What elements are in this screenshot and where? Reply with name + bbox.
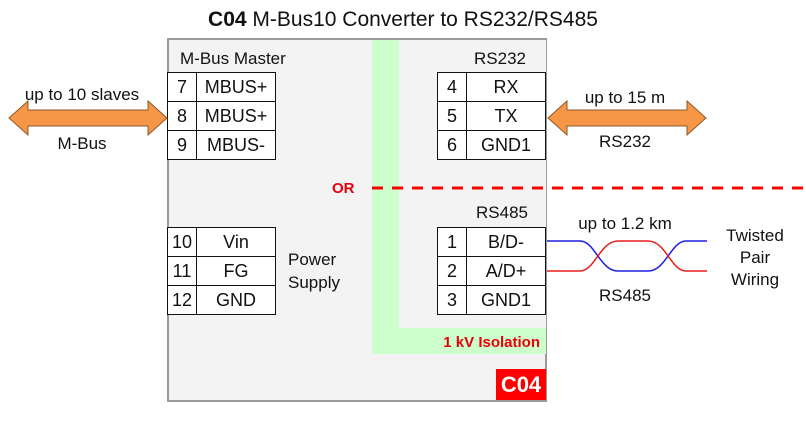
or-label: OR [332, 180, 355, 197]
twisted-pair-wire-red [547, 240, 707, 272]
twisted-pair-label-line2: Pair [739, 248, 771, 267]
pin-number: 9 [167, 130, 197, 160]
pin-row: 12 GND [167, 285, 276, 315]
pin-name: A/D+ [466, 256, 546, 286]
rs232-link-bottom-label: RS232 [599, 132, 651, 151]
mbus-link-bottom-label: M-Bus [57, 134, 107, 153]
rs232-double-arrow [547, 99, 707, 137]
twisted-pair-label-line3: Wiring [730, 270, 780, 289]
mbus-link-top-label: up to 10 slaves [24, 85, 140, 104]
mbus-pin-table: 7 MBUS+ 8 MBUS+ 9 MBUS- [167, 72, 276, 160]
pin-name: MBUS+ [196, 72, 276, 102]
pin-name: Vin [196, 227, 276, 257]
power-supply-label-line1: Power [288, 250, 337, 269]
mbus-double-arrow [8, 99, 168, 137]
pin-row: 9 MBUS- [167, 130, 276, 160]
pin-name: B/D- [466, 227, 546, 257]
pin-number: 11 [167, 256, 197, 286]
rs485-pin-table: 1 B/D- 2 A/D+ 3 GND1 [437, 227, 546, 315]
pin-name: MBUS+ [196, 101, 276, 131]
pin-name: GND [196, 285, 276, 315]
pin-name: GND1 [466, 285, 546, 315]
power-supply-label: Power Supply [288, 248, 340, 294]
twisted-pair-label-line1: Twisted [726, 226, 784, 245]
rs485-label: RS485 [476, 203, 528, 222]
rs232-label: RS232 [474, 49, 526, 68]
pin-number: 7 [167, 72, 197, 102]
twisted-pair-label: Twisted Pair Wiring [712, 225, 798, 291]
pin-row: 2 A/D+ [437, 256, 546, 286]
pin-name: GND1 [466, 130, 546, 160]
power-pin-table: 10 Vin 11 FG 12 GND [167, 227, 276, 315]
pin-row: 7 MBUS+ [167, 72, 276, 102]
rs485-link-bottom-label: RS485 [599, 286, 651, 305]
pin-row: 11 FG [167, 256, 276, 286]
pin-row: 8 MBUS+ [167, 101, 276, 131]
power-supply-label-line2: Supply [288, 273, 340, 292]
mbus-master-label: M-Bus Master [180, 49, 286, 68]
twisted-pair-wire-blue [547, 240, 707, 272]
device-code-badge: C04 [496, 369, 546, 400]
pin-row: 6 GND1 [437, 130, 546, 160]
rs485-link-top-label: up to 1.2 km [578, 214, 672, 233]
pin-row: 1 B/D- [437, 227, 546, 257]
pin-name: MBUS- [196, 130, 276, 160]
pin-row: 4 RX [437, 72, 546, 102]
pin-row: 3 GND1 [437, 285, 546, 315]
rs232-pin-table: 4 RX 5 TX 6 GND1 [437, 72, 546, 160]
title-text: M-Bus10 Converter to RS232/RS485 [252, 8, 598, 31]
rs232-link-top-label: up to 15 m [584, 88, 666, 107]
pin-row: 5 TX [437, 101, 546, 131]
pin-number: 2 [437, 256, 467, 286]
title-code: C04 [208, 8, 247, 31]
diagram-title: C04 M-Bus10 Converter to RS232/RS485 [0, 8, 806, 32]
isolation-label: 1 kV Isolation [443, 334, 540, 351]
